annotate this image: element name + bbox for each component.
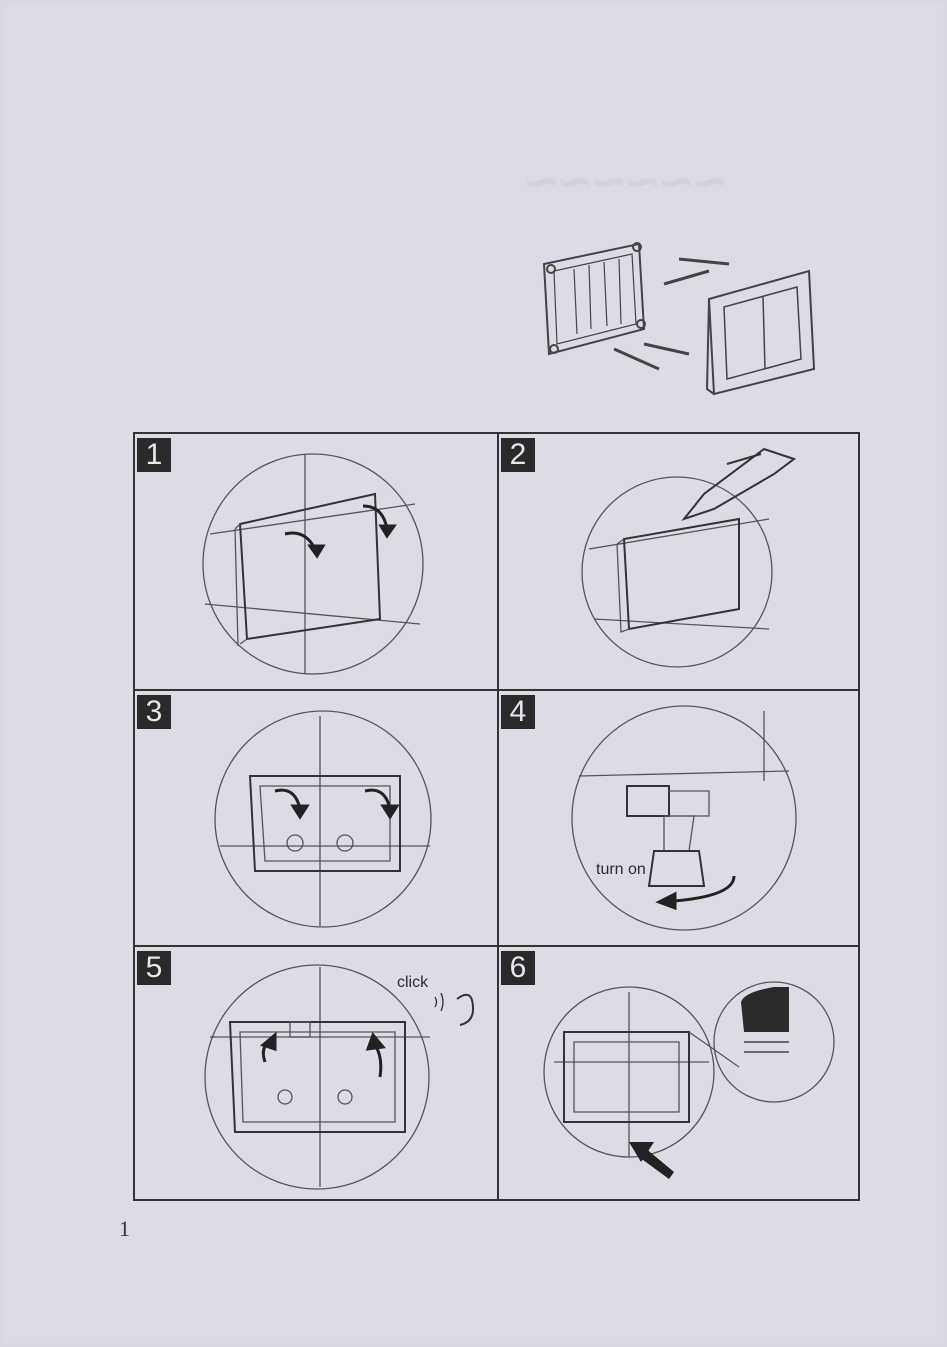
step-number-badge: 3 xyxy=(137,695,171,729)
step-3-illustration xyxy=(214,710,432,928)
rotate-arrow-icon xyxy=(655,875,736,911)
push-arrow-icon xyxy=(629,1142,674,1179)
rotate-arrow-icon xyxy=(274,788,400,820)
step-number-badge: 4 xyxy=(501,695,535,729)
step-5-illustration xyxy=(204,964,475,1190)
step-1-illustration xyxy=(202,453,424,675)
step-panel-6: 6 xyxy=(499,947,860,1201)
step-6-illustration xyxy=(543,981,835,1179)
rotate-arrow-icon xyxy=(284,504,397,559)
step-number-badge: 6 xyxy=(501,951,535,985)
step-4-illustration xyxy=(571,705,797,931)
step-panel-4: 4 turn on xyxy=(499,691,860,947)
rotate-arrow-icon xyxy=(259,1031,386,1078)
step-number-badge: 2 xyxy=(501,438,535,472)
instruction-sheet: ~~~~~~ 1 xyxy=(4,4,943,1343)
step-panel-2: 2 xyxy=(499,434,860,691)
turn-on-label: turn on xyxy=(596,861,646,878)
step-panel-3: 3 xyxy=(135,691,499,947)
ear-icon xyxy=(434,992,475,1026)
step-panel-1: 1 xyxy=(135,434,499,691)
steps-grid: 1 2 xyxy=(133,432,860,1201)
page-number: 1 xyxy=(119,1216,130,1241)
step-2-illustration xyxy=(581,447,797,668)
click-label: click xyxy=(397,974,429,991)
step-number-badge: 1 xyxy=(137,438,171,472)
show-through-title: ~~~~~~ xyxy=(524,150,727,213)
step-panel-5: 5 click xyxy=(135,947,499,1201)
step-number-badge: 5 xyxy=(137,951,171,985)
wrench-icon xyxy=(681,447,797,522)
parts-overview-illustration xyxy=(542,242,816,396)
